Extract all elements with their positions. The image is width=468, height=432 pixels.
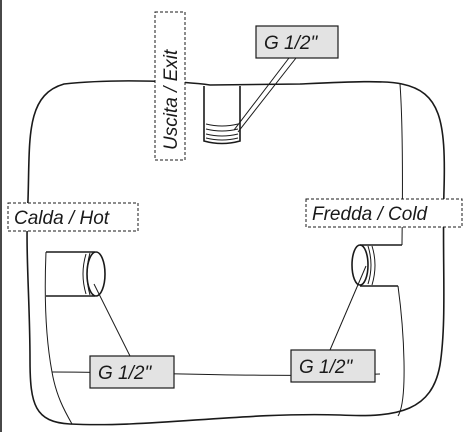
body-fold-left bbox=[44, 251, 73, 425]
body-fold-right-lower bbox=[397, 285, 405, 417]
leader-left bbox=[93, 283, 131, 357]
leader-top-2 bbox=[237, 57, 297, 133]
leader-right bbox=[329, 265, 367, 351]
thread-box-top bbox=[255, 25, 339, 59]
thread-box-right bbox=[290, 349, 376, 383]
thread-label-top: G 1/2" bbox=[264, 33, 318, 54]
cold-pipe bbox=[351, 244, 402, 287]
hot-label: Calda / Hot bbox=[14, 208, 110, 229]
leader-top bbox=[233, 53, 293, 131]
hot-pipe bbox=[46, 251, 106, 297]
thread-box-left bbox=[89, 355, 175, 389]
exit-label-box bbox=[154, 11, 186, 161]
thread-label-left: G 1/2" bbox=[98, 363, 152, 384]
hot-label-box bbox=[7, 202, 139, 232]
valve-body-outline bbox=[26, 80, 446, 426]
exit-label: Uscita / Exit bbox=[161, 49, 182, 150]
cold-label-box bbox=[305, 198, 463, 228]
body-fold-right bbox=[399, 83, 403, 246]
exit-pipe bbox=[203, 86, 241, 145]
cold-label: Fredda / Cold bbox=[312, 204, 429, 225]
thread-label-right: G 1/2" bbox=[299, 357, 353, 378]
